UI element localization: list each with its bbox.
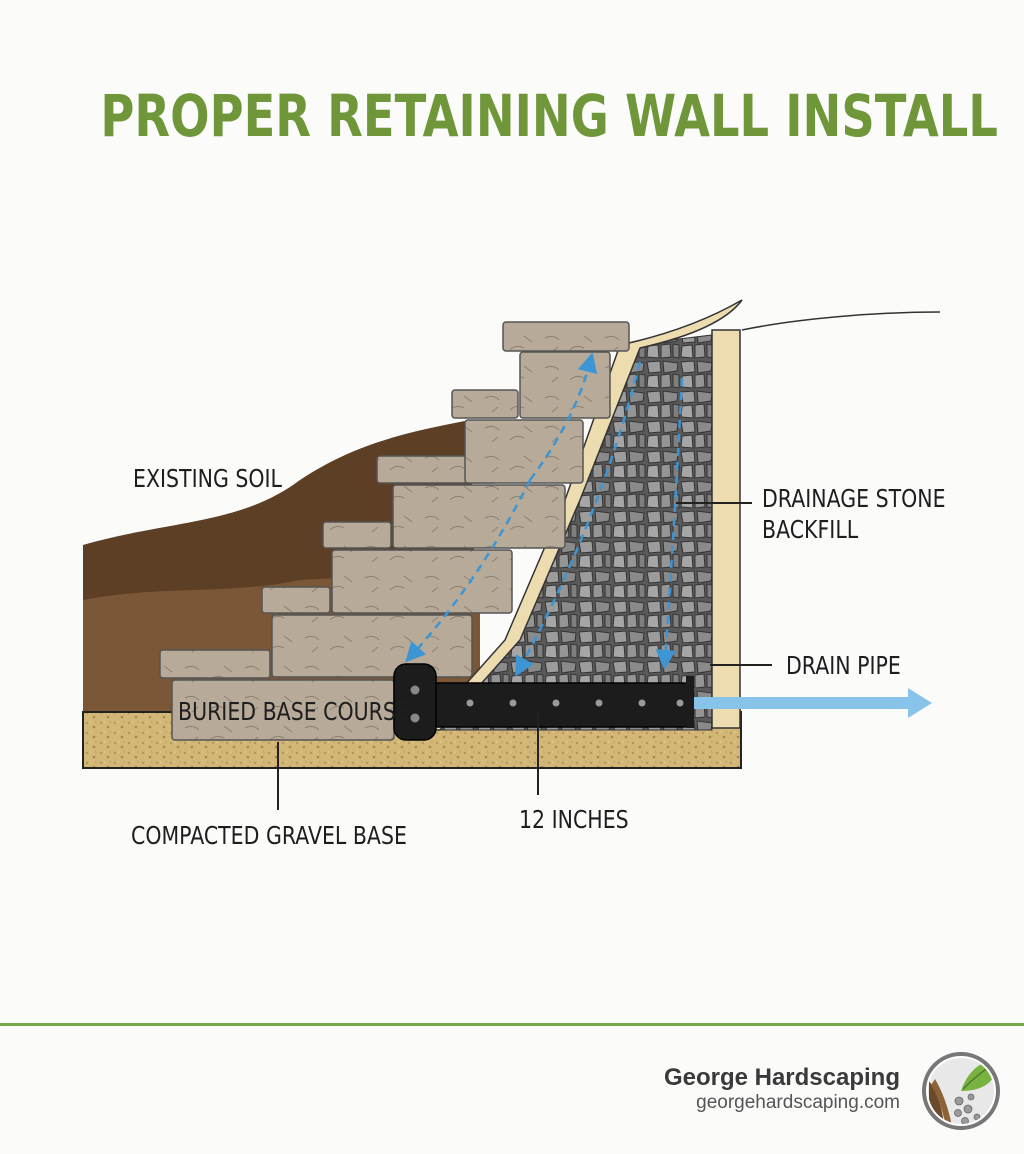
right-soil-column [711, 329, 741, 729]
label-backfill: BACKFILL [762, 515, 859, 544]
pipe-perforations [466, 699, 684, 707]
stone-soil-leaf-logo-icon [922, 1052, 1000, 1130]
retaining-wall-diagram [82, 299, 941, 810]
outflow-arrow [694, 688, 932, 718]
label-12-inches: 12 INCHES [519, 805, 629, 834]
label-existing-soil: EXISTING SOIL [133, 464, 282, 493]
drain-pipe [414, 682, 691, 728]
label-buried-base-course: BURIED BASE COURSE [178, 697, 409, 726]
drain-pipe-end-cap [393, 663, 437, 741]
brand-name: George Hardscaping [663, 1064, 900, 1091]
brand-url: georgehardscaping.com [696, 1092, 900, 1113]
water-flow-arrows [405, 352, 684, 677]
label-compacted-gravel-base: COMPACTED GRAVEL BASE [131, 821, 407, 850]
diagram-title: PROPER RETAINING WALL INSTALL [100, 82, 998, 150]
label-drainage-stone: DRAINAGE STONE [762, 484, 946, 513]
drain-pipe-outlet [686, 676, 694, 728]
label-drain-pipe: DRAIN PIPE [786, 651, 901, 680]
ground-line [741, 311, 941, 331]
leader-lines [277, 502, 772, 810]
footer-divider [0, 1023, 1024, 1026]
